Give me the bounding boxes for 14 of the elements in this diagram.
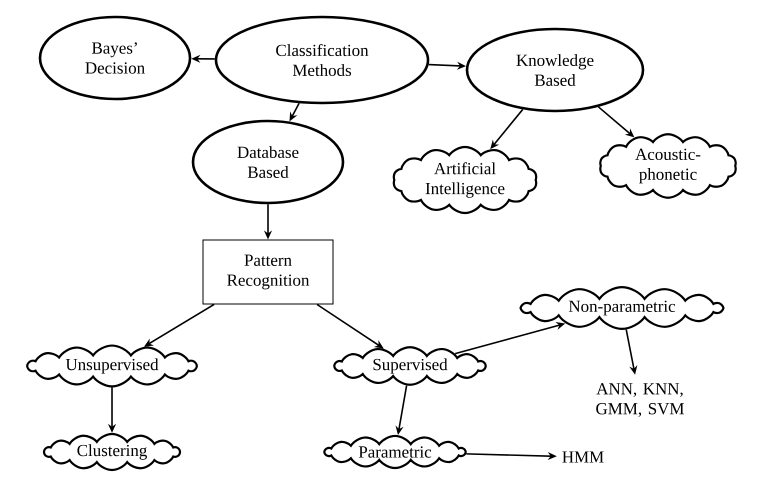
cloud-node: Clustering xyxy=(42,432,182,472)
ellipse-node: Bayes’ Decision xyxy=(38,16,192,100)
node-text: HMM xyxy=(562,451,604,463)
cloud-node: Acoustic-phonetic xyxy=(599,133,737,199)
ellipse-node: Classification Methods xyxy=(214,16,430,104)
cloud-node: Unsupervised xyxy=(26,344,198,388)
ellipse-node: Knowledge Based xyxy=(466,28,644,112)
process-box: Pattern Recognition xyxy=(202,240,334,304)
cloud-node: Artificial Intelligence xyxy=(392,146,538,214)
cloud-node: Supervised xyxy=(333,346,487,386)
node-text: ANN, KNN, GMM, SVM xyxy=(596,383,684,417)
ellipse-node: Database Based xyxy=(192,120,344,204)
cloud-node: Parametric xyxy=(323,434,467,470)
cloud-node: Non-parametric xyxy=(519,286,725,330)
